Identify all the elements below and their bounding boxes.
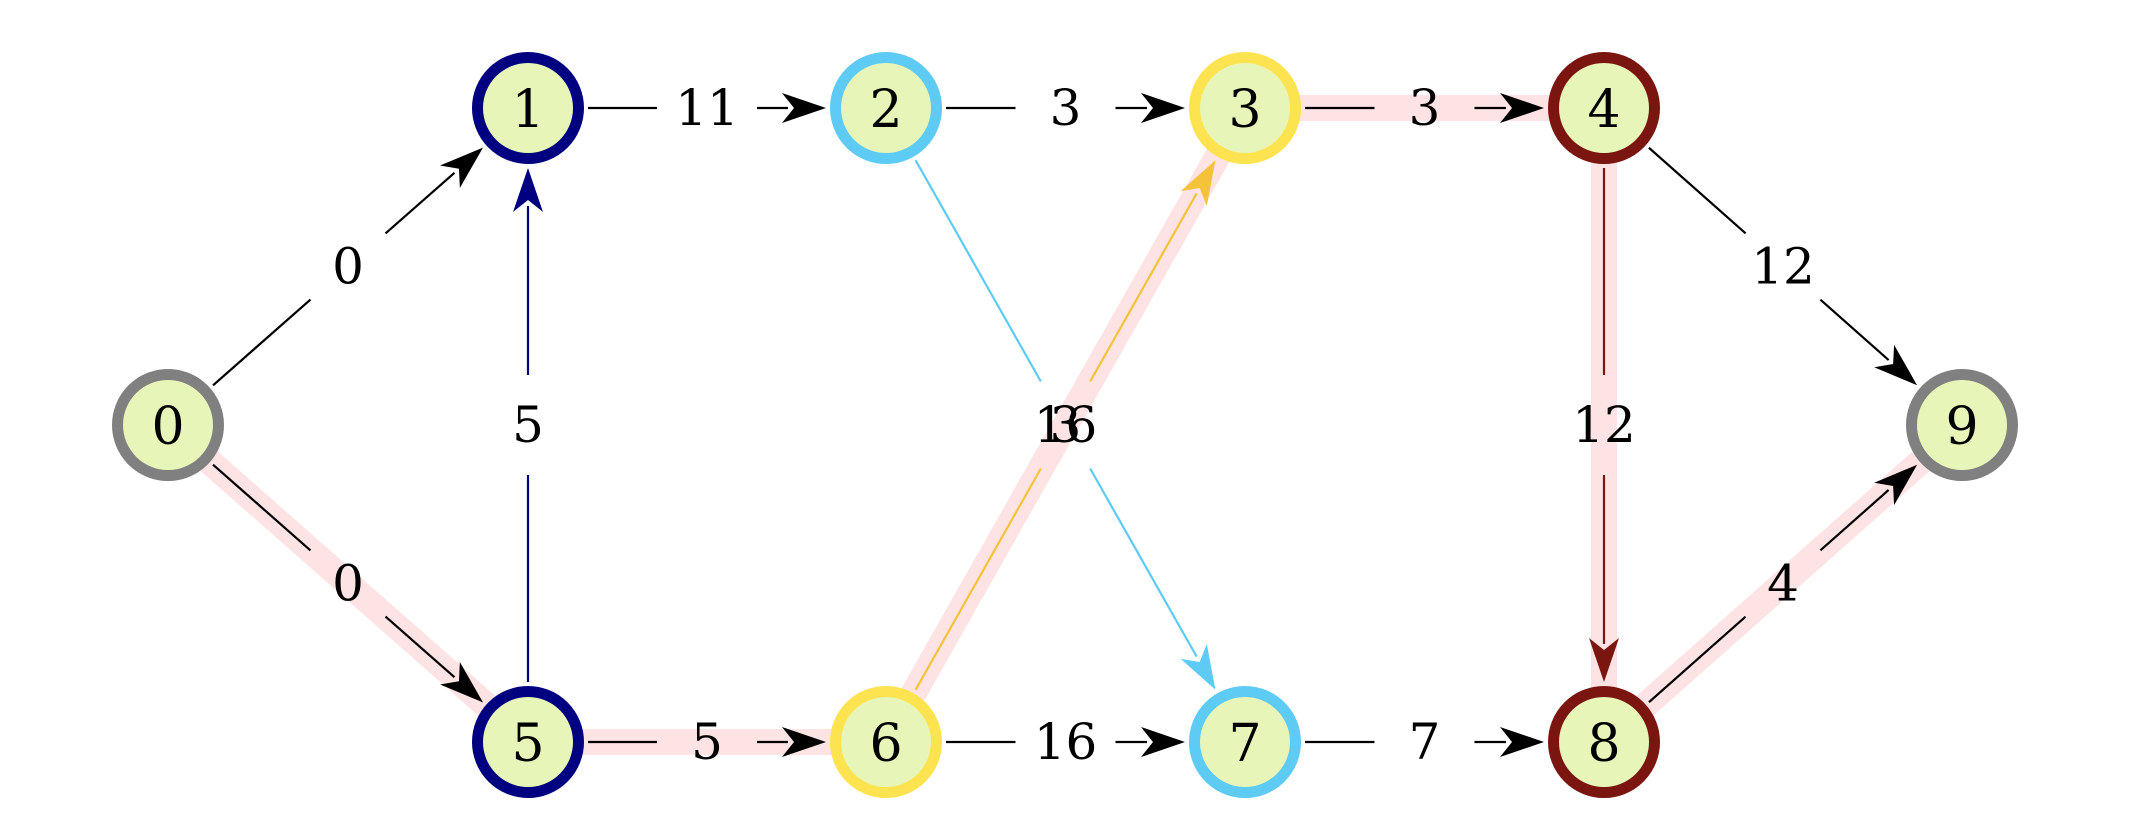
node-0-label: 0 [151, 397, 184, 457]
edge-0-1-line-b [384, 171, 456, 235]
node-6: 6 [830, 686, 942, 798]
node-1-circle [472, 52, 584, 164]
node-5-circle [472, 686, 584, 798]
edge-8-9-line-b [1819, 489, 1890, 552]
node-7-circle [1189, 686, 1301, 798]
node-3-label: 3 [1228, 80, 1261, 140]
node-3: 3 [1189, 52, 1301, 164]
node-5-label: 5 [511, 714, 544, 774]
node-0-circle [112, 369, 224, 481]
node-2-label: 2 [869, 80, 902, 140]
edge-5-6-arrowhead [782, 727, 826, 757]
edge-4-9-arrowhead [1874, 344, 1918, 386]
edge-3-4-arrowhead [1500, 93, 1544, 123]
edge-6-7-weight: 16 [1034, 713, 1098, 771]
node-1: 1 [472, 52, 584, 164]
edge-0-5-line-a [212, 463, 312, 552]
edge-1-2-weight: 11 [675, 79, 739, 137]
node-8-circle [1548, 686, 1660, 798]
edge-8-9-weight: 4 [1767, 555, 1799, 613]
node-2: 2 [830, 52, 942, 164]
node-7-label: 7 [1228, 714, 1261, 774]
edge-2-3-weight: 3 [1050, 79, 1082, 137]
edge-2-3-arrowhead [1141, 93, 1185, 123]
edge-0-5-weight: 0 [332, 555, 364, 613]
edge-6-7-arrowhead [1141, 727, 1185, 757]
edge-2-7-line-b [1089, 467, 1198, 658]
node-8-label: 8 [1587, 714, 1620, 774]
edge-0-1-weight: 0 [332, 238, 364, 296]
node-5: 5 [472, 686, 584, 798]
edge-0-5-arrowhead [440, 662, 483, 703]
node-3-circle [1189, 52, 1301, 164]
edge-2-7-arrowhead [1180, 644, 1216, 690]
node-9-circle [1906, 369, 2018, 481]
edge-7-8-weight: 7 [1409, 713, 1441, 771]
edge-7-8-arrowhead [1500, 727, 1544, 757]
node-4: 4 [1548, 52, 1660, 164]
node-9-label: 9 [1945, 397, 1978, 457]
node-2-circle [830, 52, 942, 164]
edge-2-7-line-a [914, 159, 1042, 383]
node-0: 0 [112, 369, 224, 481]
edge-3-4-weight: 3 [1409, 79, 1441, 137]
edge-2-7-weight: 3 [1050, 396, 1082, 454]
edge-5-6-weight: 5 [691, 713, 723, 771]
node-9: 9 [1906, 369, 2018, 481]
node-7: 7 [1189, 686, 1301, 798]
edge-0-5-line-b [384, 615, 456, 679]
edge-0-1-line-a [212, 298, 312, 387]
node-1-label: 1 [511, 80, 544, 140]
edge-4-8-arrowhead [1589, 638, 1619, 682]
edge-8-9-arrowhead [1874, 464, 1918, 506]
node-6-circle [830, 686, 942, 798]
edge-1-2-arrowhead [782, 93, 826, 123]
edge-6-3-weight: 16 [1034, 396, 1098, 454]
node-8: 8 [1548, 686, 1660, 798]
edge-5-1-arrowhead [513, 168, 543, 212]
node-4-circle [1548, 52, 1660, 164]
edge-6-3-line-b [1089, 192, 1198, 383]
edge-4-9-line-a [1648, 146, 1747, 235]
edge-0-1-arrowhead [440, 147, 483, 188]
node-4-label: 4 [1587, 80, 1620, 140]
edge-4-9-weight: 12 [1751, 238, 1815, 296]
node-6-label: 6 [869, 714, 902, 774]
edge-8-9-line-a [1648, 615, 1747, 704]
edge-5-1-weight: 5 [512, 396, 544, 454]
edge-4-9-line-b [1819, 298, 1890, 361]
edge-4-8-weight: 12 [1572, 396, 1636, 454]
edge-6-3-line-a [914, 467, 1042, 691]
edge-6-3-arrowhead [1180, 160, 1216, 206]
